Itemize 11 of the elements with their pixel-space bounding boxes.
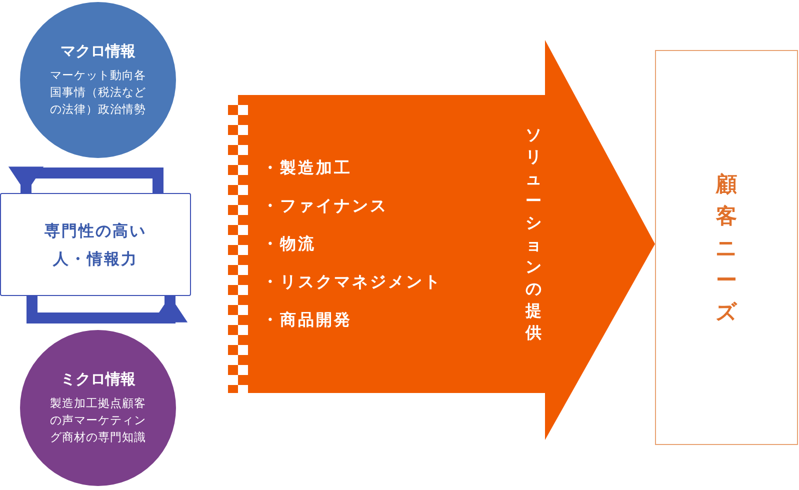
circle-body: マーケット動向各国事情（税法などの法律）政治情勢	[49, 67, 147, 118]
circle-heading: ミクロ情報	[60, 370, 136, 389]
circle-body: 製造加工拠点顧客の声マーケティング商材の専門知識	[49, 395, 147, 446]
box-label: 顧客ニーズ	[716, 170, 738, 326]
text-box	[655, 50, 798, 445]
text-box	[0, 193, 191, 296]
loop-arrow	[26, 296, 188, 324]
arrow-head	[545, 40, 655, 440]
circle-heading: マクロ情報	[60, 42, 136, 61]
box-label: 専門性の高い人・情報力	[44, 220, 146, 270]
loop-arrow	[8, 166, 164, 193]
